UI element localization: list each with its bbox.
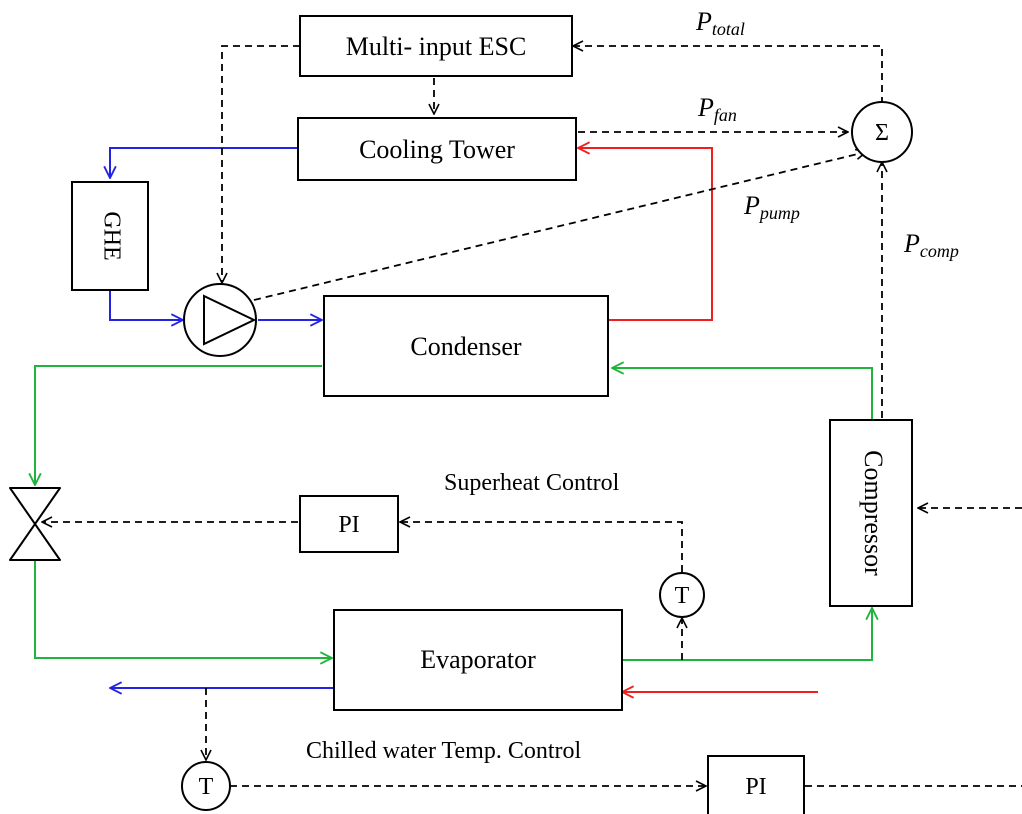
signal-ptotal-to-esc — [573, 46, 883, 104]
ghe-label: GHE — [98, 211, 124, 260]
pump-icon — [183, 283, 257, 357]
signal-superheat-t-to-pi — [400, 522, 683, 572]
sum-junction: Σ — [851, 101, 913, 163]
signal-ppump-to-sum — [253, 152, 866, 301]
label-p-fan: Pfan — [697, 93, 737, 125]
flow-compressor-to-condenser — [612, 368, 873, 420]
label-p-total: Ptotal — [695, 7, 745, 39]
t-sensor-superheat-label: T — [675, 583, 690, 609]
label-superheat-control: Superheat Control — [444, 470, 620, 496]
flow-cooling-tower-to-ghe — [110, 147, 298, 178]
condenser-label: Condenser — [410, 332, 522, 361]
evaporator-block: Evaporator — [333, 609, 623, 711]
label-p-comp: Pcomp — [903, 229, 959, 261]
t-sensor-chilled-label: T — [199, 774, 214, 800]
t-sensor-superheat: T — [659, 572, 705, 618]
pi-chilled-label: PI — [745, 774, 766, 800]
flow-valve-to-evaporator — [34, 560, 332, 658]
condenser-block: Condenser — [323, 295, 609, 397]
flow-evaporator-to-compressor — [622, 608, 872, 661]
flow-condenser-to-valve — [35, 365, 322, 485]
label-p-pump: Ppump — [743, 191, 800, 223]
t-sensor-chilled: T — [181, 761, 231, 811]
pi-chilled-block: PI — [707, 755, 805, 814]
label-chilled-water-control: Chilled water Temp. Control — [306, 738, 582, 764]
expansion-valve-icon — [9, 487, 61, 561]
compressor-label: Compressor — [859, 450, 888, 576]
pi-superheat-label: PI — [338, 512, 359, 538]
esc-block: Multi- input ESC — [299, 15, 573, 77]
compressor-block: Compressor — [829, 419, 913, 607]
cooling-tower-block: Cooling Tower — [297, 117, 577, 181]
esc-label: Multi- input ESC — [346, 32, 527, 61]
evaporator-label: Evaporator — [420, 645, 536, 674]
ghe-block: GHE — [71, 181, 149, 291]
flow-condenser-to-cooling-tower — [578, 148, 713, 321]
pi-superheat-block: PI — [299, 495, 399, 553]
signal-esc-to-pump — [222, 45, 300, 283]
sum-symbol: Σ — [875, 120, 889, 146]
flow-ghe-to-pump — [109, 290, 183, 320]
cooling-tower-label: Cooling Tower — [359, 135, 515, 164]
